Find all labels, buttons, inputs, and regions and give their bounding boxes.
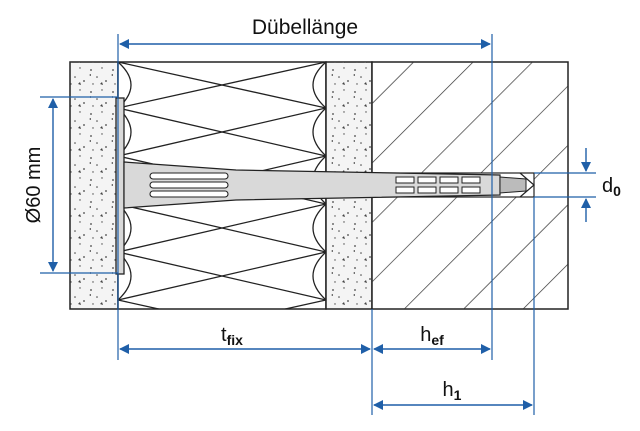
h1-main: h <box>443 379 454 401</box>
plaster-speckle <box>70 62 118 309</box>
insulation-dowel <box>115 97 527 275</box>
tfix-label: tfix <box>221 324 243 348</box>
dowel-nail-tip <box>499 176 527 194</box>
anchor-length-label: Dübellänge <box>252 16 358 39</box>
extension-lines <box>40 34 596 415</box>
dowel-expansion-zone <box>395 176 481 194</box>
h1-sub: 1 <box>454 387 462 403</box>
hef-sub: ef <box>431 332 444 348</box>
d0-main: d <box>602 175 613 197</box>
dowel-plate <box>115 97 125 275</box>
tfix-main: t <box>221 324 227 346</box>
diameter-label: Ø60 mm <box>23 147 45 224</box>
h1-label: h1 <box>443 379 462 403</box>
hef-label: hef <box>420 324 444 348</box>
dimension-lines <box>48 39 591 410</box>
d0-label: d0 <box>602 175 621 199</box>
d0-sub: 0 <box>613 183 621 199</box>
tfix-sub: fix <box>227 332 244 348</box>
dowel-ribs <box>149 172 229 198</box>
hef-main: h <box>420 324 431 346</box>
